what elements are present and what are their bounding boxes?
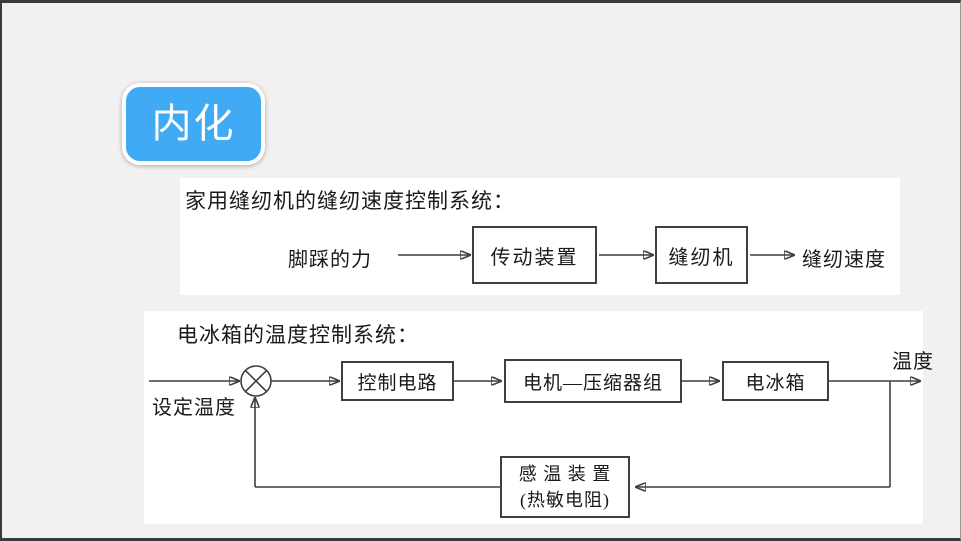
- sewing-machine-diagram-panel: 家用缝纫机的缝纫速度控制系统： 脚踩的力 传动装置 缝纫机 缝纫速度: [180, 178, 900, 295]
- input-label-set-temperature: 设定温度: [152, 397, 236, 419]
- internalization-badge: 内化: [122, 83, 265, 165]
- block-transmission-device: 传动装置: [472, 226, 597, 284]
- summing-junction-icon: [240, 365, 272, 397]
- block-control-circuit: 控制电路: [341, 361, 454, 401]
- temperature-sensor-label-line2: (热敏电阻): [520, 490, 610, 510]
- block-refrigerator: 电冰箱: [722, 361, 829, 401]
- output-label-sewing-speed: 缝纫速度: [802, 249, 886, 271]
- internalization-badge-label: 内化: [151, 102, 236, 146]
- fridge-diagram-title: 电冰箱的温度控制系统：: [177, 323, 419, 347]
- input-label-pedal-force: 脚踩的力: [288, 249, 372, 271]
- fridge-flow-arrows-svg: [149, 365, 923, 524]
- temperature-sensor-label-line1: 感 温 装 置: [518, 463, 612, 484]
- output-label-temperature: 温度: [892, 351, 934, 373]
- sewing-flow-arrows-svg: [398, 178, 900, 295]
- block-sewing-machine: 缝纫机: [655, 226, 748, 284]
- block-motor-compressor: 电机—压缩器组: [504, 359, 682, 403]
- block-temperature-sensor: 感 温 装 置 (热敏电阻): [500, 456, 630, 518]
- refrigerator-diagram-panel: 电冰箱的温度控制系统：: [144, 311, 933, 524]
- sewing-diagram-title: 家用缝纫机的缝纫速度控制系统：: [185, 189, 515, 213]
